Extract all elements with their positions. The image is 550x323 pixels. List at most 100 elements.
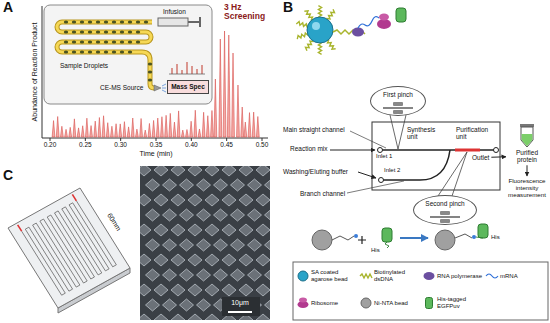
- chromatogram-peak: [202, 112, 205, 137]
- legend-sample: [426, 298, 433, 309]
- pillar: [265, 239, 271, 251]
- inset-frame: [44, 5, 212, 104]
- sample-droplet: [136, 41, 140, 44]
- chromatogram-peak: [181, 130, 184, 137]
- measurement-label: Fluorescence intensity measurement: [506, 178, 548, 198]
- protein-icon: [426, 298, 433, 309]
- tick-label: 0.30: [114, 141, 127, 148]
- sample-droplet: [72, 51, 76, 54]
- spectrum-axis: [169, 74, 205, 75]
- pillar: [140, 166, 151, 176]
- chromatogram-peak: [186, 130, 189, 137]
- sample-droplet: [112, 51, 116, 54]
- tick-label: 0.50: [256, 141, 269, 148]
- chromatogram-peak: [211, 110, 214, 137]
- pillar: [154, 314, 168, 320]
- pillar: [239, 254, 253, 266]
- channel-label: Main straight channel: [283, 126, 345, 133]
- x-axis: [42, 138, 268, 139]
- pillar: [188, 284, 202, 296]
- pillar: [205, 314, 219, 320]
- chromatogram-peak: [148, 123, 151, 137]
- pillar: [163, 299, 177, 311]
- sample-droplet: [64, 51, 68, 54]
- sample-droplet: [64, 31, 68, 34]
- pillar: [265, 209, 271, 221]
- connector: [491, 156, 506, 157]
- sample-droplet: [136, 31, 140, 34]
- rna-polymerase: [352, 28, 364, 37]
- sample-droplet: [88, 41, 92, 44]
- buffer-label: Washing/Eluting buffer: [283, 168, 348, 175]
- pillar: [163, 209, 177, 221]
- channel: [430, 216, 460, 217]
- his-tag: [385, 242, 389, 248]
- pillar: [205, 194, 219, 206]
- sample-droplet: [96, 41, 100, 44]
- legend-sample: [298, 298, 309, 309]
- zoom-line: [452, 152, 467, 196]
- channel: [383, 107, 413, 108]
- panel-letter: C: [3, 168, 13, 183]
- pillar: [256, 224, 270, 236]
- sample-droplet: [72, 31, 76, 34]
- axis-title: Abundance of Reaction Product: [31, 23, 39, 122]
- dsdna: [326, 9, 334, 19]
- sample-droplet: [128, 41, 132, 44]
- spectrum: [169, 62, 205, 74]
- tick-label: 0.45: [220, 141, 233, 148]
- chromatogram-peak: [65, 129, 68, 137]
- chromatogram-peak: [98, 118, 101, 137]
- emitter: [154, 85, 161, 91]
- pillar: [197, 299, 211, 311]
- plunger: [199, 17, 201, 27]
- pinch-icon: [383, 102, 413, 114]
- spray: [162, 84, 166, 92]
- dsdna: [305, 41, 313, 51]
- pillar: [171, 314, 185, 320]
- chromatogram-peak: [73, 119, 76, 137]
- chromatogram-peak: [152, 120, 155, 137]
- pillar: [265, 179, 271, 191]
- port-channel: [72, 194, 76, 200]
- chromatogram-peak: [127, 127, 130, 137]
- chromatogram-peak: [248, 113, 251, 137]
- zoom-lines: [390, 115, 467, 196]
- sample-droplet: [148, 71, 152, 74]
- axis-tick: [262, 138, 263, 141]
- pillar: [248, 179, 262, 191]
- chromatogram-peak: [131, 118, 134, 137]
- sample-droplet: [88, 21, 92, 24]
- leader-line: [350, 131, 386, 148]
- pillar: [205, 284, 219, 296]
- pillar: [140, 194, 151, 206]
- axis-tick: [191, 138, 192, 141]
- chromatogram-peak: [161, 117, 164, 137]
- pillar: [180, 269, 194, 281]
- scale-bar: [228, 311, 252, 313]
- pillar: [146, 209, 160, 221]
- zoom-line: [398, 115, 406, 149]
- sample-droplet: [120, 51, 124, 54]
- chromatogram-peak: [85, 118, 88, 137]
- pillar: [239, 166, 253, 176]
- chromatogram-peak: [77, 128, 80, 137]
- annotation: 3 Hz Screening: [224, 3, 270, 22]
- pillar: [214, 179, 228, 191]
- pillar: [222, 224, 236, 236]
- pillar: [231, 179, 245, 191]
- sample-droplet: [72, 21, 76, 24]
- pillar: [222, 166, 236, 176]
- chromatogram-peak: [177, 111, 180, 137]
- spectrum-line: [192, 66, 193, 74]
- pillar: [146, 299, 160, 311]
- node-text: First pinch: [371, 91, 425, 98]
- axis-title: Time (min): [139, 150, 172, 158]
- channel-label: Branch channel: [300, 190, 345, 197]
- pillar: [256, 284, 270, 296]
- chelator: [455, 234, 472, 238]
- connector: [527, 165, 528, 176]
- sample-droplet: [144, 21, 148, 24]
- axis-tick: [85, 138, 86, 141]
- pillar: [265, 269, 271, 281]
